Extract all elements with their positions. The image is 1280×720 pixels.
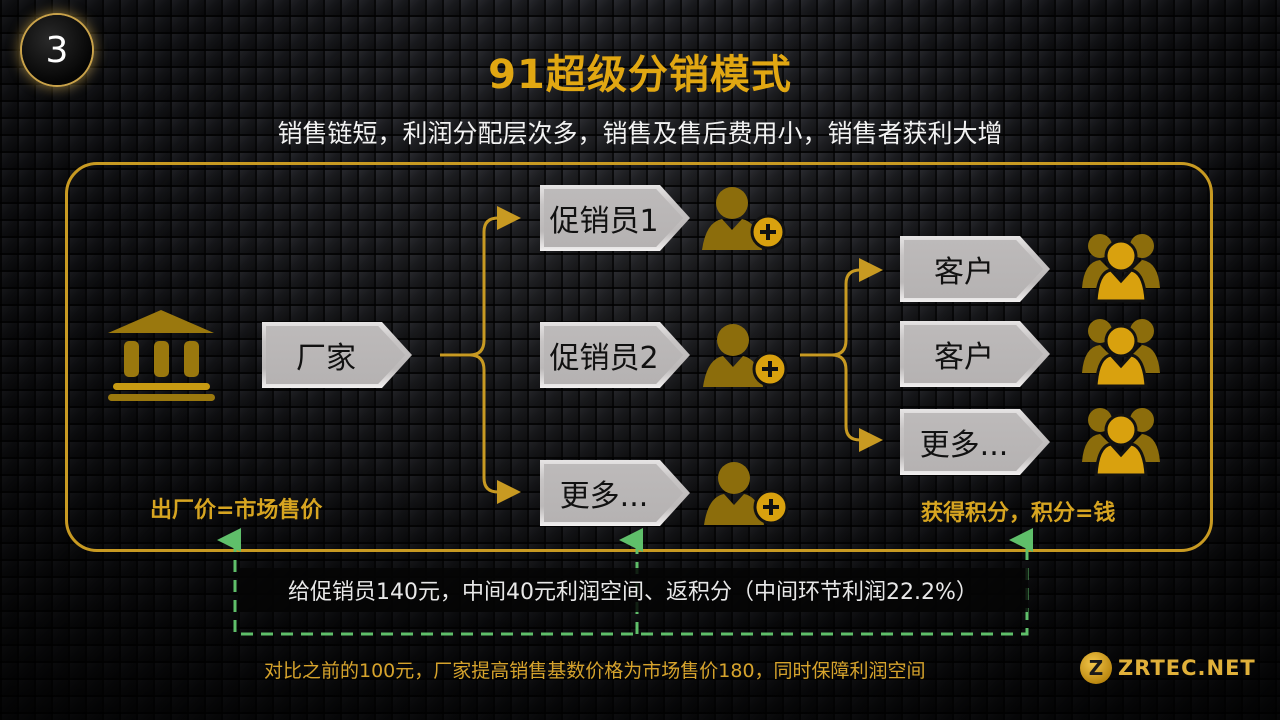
brace-factory-to-promoters <box>440 206 521 504</box>
logo-z-icon: Z <box>1080 652 1112 684</box>
bank-building-icon <box>108 310 215 401</box>
promoter-arrow-box: 更多... <box>540 460 690 526</box>
factory-arrow-box: 厂家 <box>262 322 412 388</box>
slide-number-badge: 3 <box>22 15 92 85</box>
customer-label: 客户 <box>934 255 994 290</box>
logo-text: ZRTEC.NET <box>1118 656 1256 680</box>
factory-price-caption: 出厂价=市场售价 <box>150 498 323 523</box>
profit-info-box: 给促销员140元，中间40元利润空间、返积分（中间环节利润22.2%） <box>238 568 1028 612</box>
user-group-icon-2 <box>1082 319 1160 388</box>
brand-logo: Z ZRTEC.NET <box>1080 652 1256 684</box>
user-group-icon-3 <box>1082 408 1160 477</box>
profit-info-text: 给促销员140元，中间40元利润空间、返积分（中间环节利润22.2%） <box>288 580 978 605</box>
brace-promoter-to-customers <box>800 258 883 452</box>
slide-subtitle: 销售链短，利润分配层次多，销售及售后费用小，销售者获利大增 <box>277 119 1003 148</box>
customer-arrow-box: 客户 <box>900 321 1050 387</box>
promoter-label: 促销员2 <box>549 341 659 376</box>
slide-title: 91超级分销模式 <box>488 52 792 98</box>
user-group-icon-1 <box>1082 234 1160 303</box>
promoter-arrow-box: 促销员1 <box>540 185 690 251</box>
add-user-icon-3 <box>704 462 789 525</box>
customer-label: 客户 <box>934 340 994 375</box>
promoter-label: 促销员1 <box>549 204 659 239</box>
customer-arrow-box: 更多... <box>900 409 1050 475</box>
add-user-icon-2 <box>703 324 788 387</box>
customer-points-caption: 获得积分，积分=钱 <box>921 501 1116 526</box>
promoter-arrow-box: 促销员2 <box>540 322 690 388</box>
promoter-label: 更多... <box>559 479 649 514</box>
customer-arrow-box: 客户 <box>900 236 1050 302</box>
footer-note: 对比之前的100元，厂家提高销售基数价格为市场售价180，同时保障利润空间 <box>264 660 926 682</box>
customer-label: 更多... <box>919 428 1009 463</box>
factory-label: 厂家 <box>296 341 356 376</box>
add-user-icon-1 <box>702 187 786 250</box>
